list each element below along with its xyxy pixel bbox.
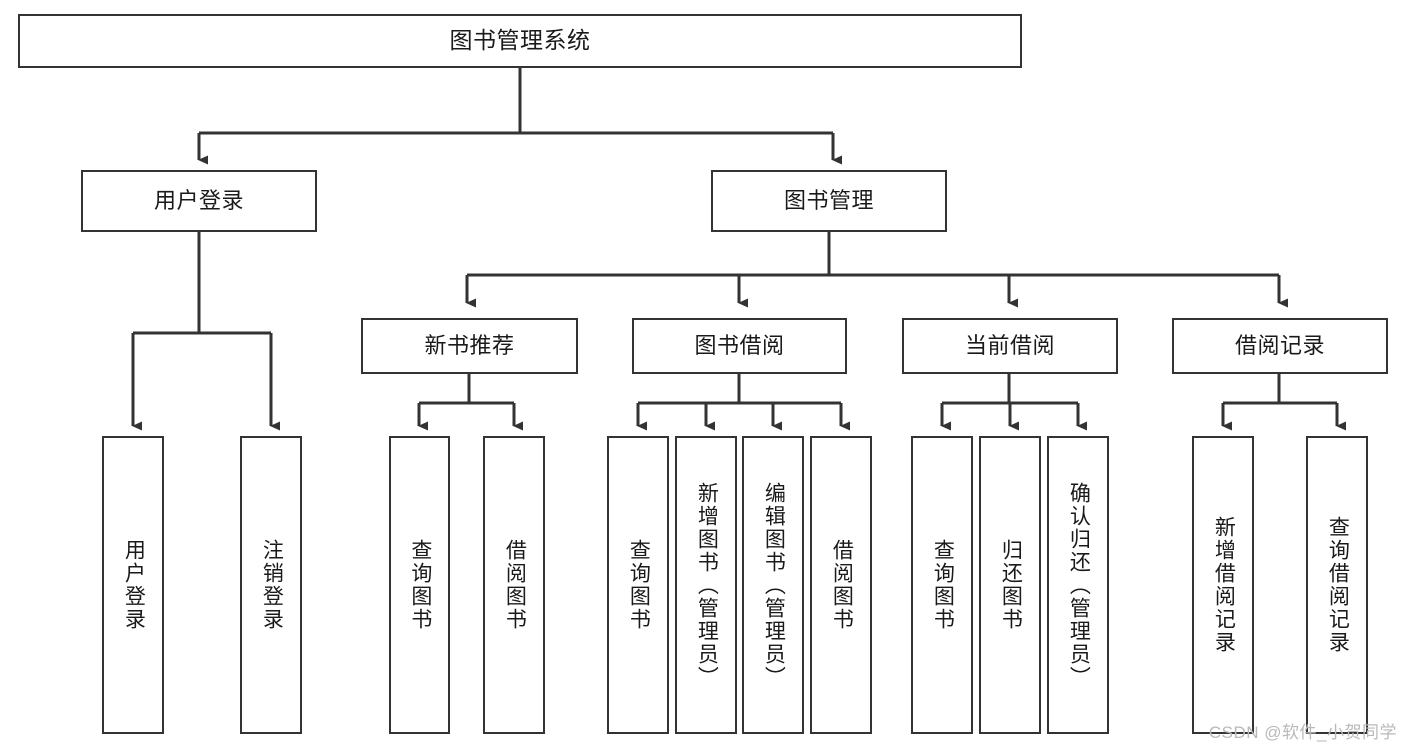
- leaf-user-login-label: 用户登录: [122, 539, 146, 631]
- leaf-borrow-borrow-book-label: 借阅图书: [830, 539, 854, 631]
- leaf-borrow-add-book[interactable]: 新增图书（管理员）: [675, 436, 737, 734]
- leaf-record-add-label: 新增借阅记录: [1212, 516, 1236, 654]
- watermark-text: CSDN @软件_小贺同学: [1208, 723, 1397, 742]
- leaf-borrow-edit-book-label: 编辑图书（管理员）: [762, 481, 786, 689]
- leaf-borrow-add-book-label: 新增图书（管理员）: [695, 481, 719, 689]
- leaf-new-book-borrow-label: 借阅图书: [503, 539, 527, 631]
- node-book-borrow-label: 图书借阅: [694, 332, 785, 358]
- leaf-new-book-query-label: 查询图书: [408, 539, 432, 631]
- leaf-record-query[interactable]: 查询借阅记录: [1306, 436, 1368, 734]
- node-book-manage-label: 图书管理: [783, 187, 874, 213]
- node-book-borrow[interactable]: 图书借阅: [632, 318, 847, 374]
- leaf-logout-label: 注销登录: [260, 539, 284, 631]
- node-borrow-record-label: 借阅记录: [1234, 332, 1325, 358]
- node-current-borrow[interactable]: 当前借阅: [902, 318, 1118, 374]
- leaf-borrow-borrow-book[interactable]: 借阅图书: [810, 436, 872, 734]
- leaf-new-book-borrow[interactable]: 借阅图书: [483, 436, 545, 734]
- leaf-logout[interactable]: 注销登录: [240, 436, 302, 734]
- leaf-current-return-book[interactable]: 归还图书: [979, 436, 1041, 734]
- leaf-borrow-query-book[interactable]: 查询图书: [607, 436, 669, 734]
- node-root-label: 图书管理系统: [449, 27, 591, 54]
- leaf-current-confirm-return-label: 确认归还（管理员）: [1067, 481, 1091, 689]
- leaf-current-query-book-label: 查询图书: [931, 539, 955, 631]
- leaf-current-confirm-return[interactable]: 确认归还（管理员）: [1047, 436, 1109, 734]
- leaf-new-book-query[interactable]: 查询图书: [389, 436, 450, 734]
- node-new-book-recommend-label: 新书推荐: [424, 332, 515, 358]
- node-new-book-recommend[interactable]: 新书推荐: [361, 318, 578, 374]
- leaf-current-return-book-label: 归还图书: [999, 539, 1023, 631]
- node-user-login[interactable]: 用户登录: [81, 170, 317, 232]
- leaf-record-query-label: 查询借阅记录: [1326, 516, 1350, 654]
- node-user-login-label: 用户登录: [153, 187, 244, 213]
- node-book-manage[interactable]: 图书管理: [711, 170, 947, 232]
- leaf-user-login[interactable]: 用户登录: [102, 436, 164, 734]
- node-borrow-record[interactable]: 借阅记录: [1172, 318, 1388, 374]
- node-current-borrow-label: 当前借阅: [964, 332, 1055, 358]
- leaf-borrow-query-book-label: 查询图书: [627, 539, 651, 631]
- leaf-borrow-edit-book[interactable]: 编辑图书（管理员）: [742, 436, 804, 734]
- node-root[interactable]: 图书管理系统: [18, 14, 1022, 68]
- leaf-record-add[interactable]: 新增借阅记录: [1192, 436, 1254, 734]
- leaf-current-query-book[interactable]: 查询图书: [911, 436, 973, 734]
